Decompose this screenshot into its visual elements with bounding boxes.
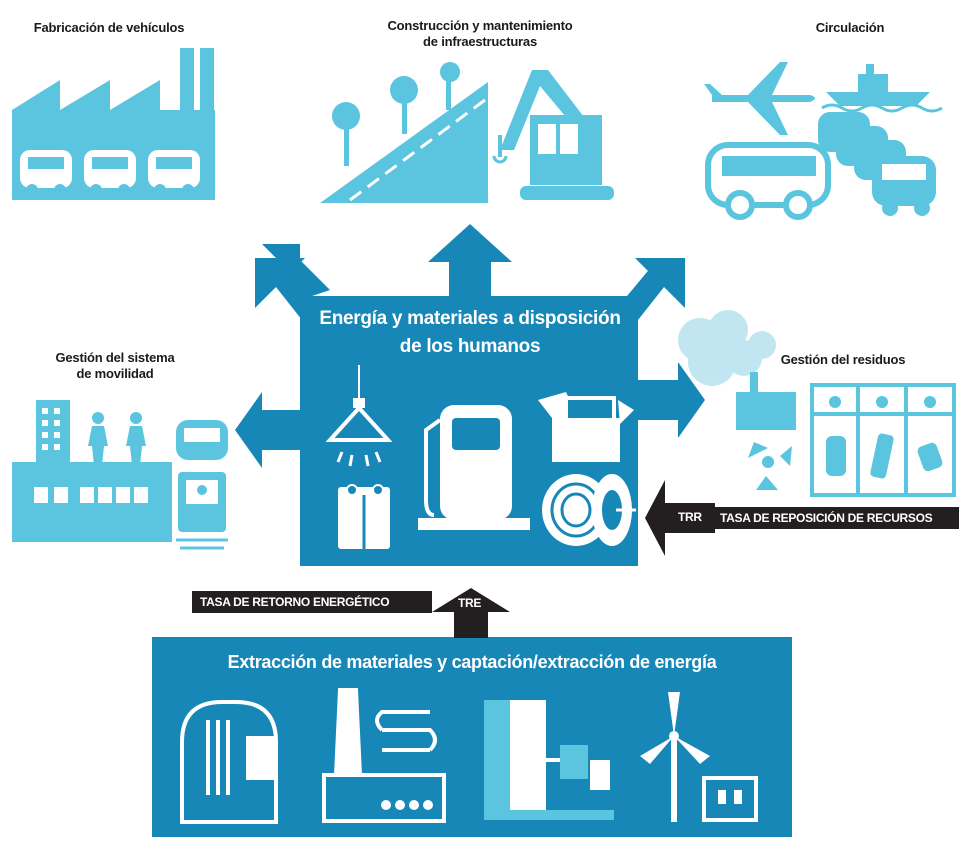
trr-abbr-label: TRR: [678, 510, 702, 524]
label-vehicle-manufacturing: Fabricación de vehículos: [33, 20, 185, 35]
crane-icon: [492, 70, 614, 200]
hub-title-line1: Energía y materiales a disposición: [319, 308, 621, 329]
hub-title-line2: de los humanos: [399, 336, 541, 357]
bus-icon: [705, 142, 831, 220]
label-infrastructure-line2: de infraestructuras: [423, 34, 537, 49]
road-icon: [320, 62, 488, 203]
box-icon: [538, 392, 634, 462]
lamp-icon: [325, 365, 393, 467]
nuclear-plant-icon: [180, 700, 278, 824]
cars-icon: [818, 112, 936, 216]
label-circulation: Circulación: [815, 20, 885, 35]
building-icon: [12, 400, 172, 542]
label-infrastructure-line1: Construcción y mantenimiento: [387, 18, 573, 33]
skull-smoke-icon: [678, 310, 776, 386]
radioactive-icon: [736, 372, 796, 490]
ship-icon: [821, 64, 943, 113]
pedestrians-icon: [88, 412, 146, 466]
recycling-bins-icon: [810, 383, 956, 497]
trr-full-label: TASA DE REPOSICIÓN DE RECURSOS: [714, 507, 959, 529]
tre-full-label: TASA DE RETORNO ENERGÉTICO: [192, 591, 432, 613]
hub-arrows: [235, 224, 705, 468]
plane-icon: [704, 62, 815, 135]
trr-arrow: [645, 480, 715, 556]
extraction-title: Extracción de materiales y captación/ext…: [227, 652, 717, 672]
label-mobility-line1: Gestión del sistema: [55, 350, 175, 365]
label-infrastructure: Construcción y mantenimiento de infraest…: [340, 18, 620, 50]
factory-icon: [12, 48, 215, 200]
label-waste: Gestión del residuos: [780, 352, 906, 367]
train-icon: [176, 420, 228, 550]
hub-title: Energía y materiales a disposición de lo…: [300, 305, 640, 361]
label-mobility-line2: de movilidad: [76, 366, 154, 381]
hydro-dam-icon: [484, 700, 614, 820]
tre-arrow: [432, 588, 510, 638]
label-mobility: Gestión del sistema de movilidad: [20, 350, 210, 382]
fuel-pump-icon: [418, 405, 530, 530]
thermal-plant-icon: [322, 688, 446, 823]
wind-turbine-icon: [640, 692, 758, 822]
cable-reel-icon: [542, 474, 636, 546]
battery-icon: [338, 484, 390, 549]
tre-abbr-label: TRE: [458, 596, 482, 610]
